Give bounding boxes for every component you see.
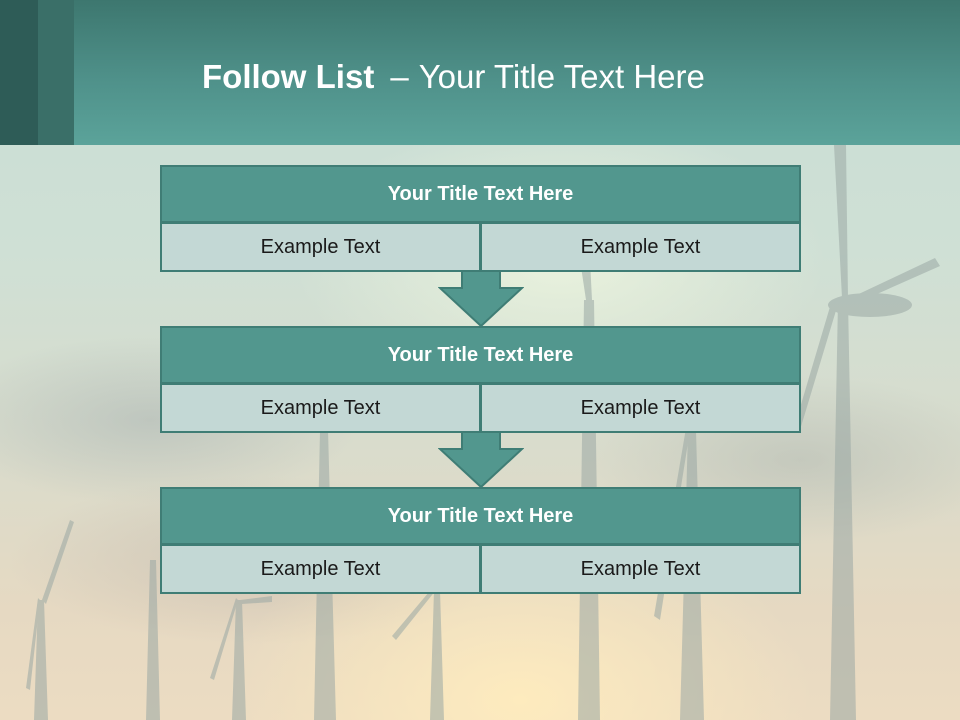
down-arrow-icon [438, 270, 524, 328]
header-accent-strip [0, 0, 38, 145]
list-block: Your Title Text Here Example Text Exampl… [160, 165, 801, 272]
block-cell-right: Example Text [480, 222, 801, 272]
slide-title: Follow List – Your Title Text Here [202, 55, 705, 99]
block-title: Your Title Text Here [160, 487, 801, 545]
block-title: Your Title Text Here [160, 326, 801, 384]
down-arrow-icon [438, 431, 524, 489]
block-cell-left: Example Text [160, 222, 481, 272]
list-block: Your Title Text Here Example Text Exampl… [160, 326, 801, 433]
list-block: Your Title Text Here Example Text Exampl… [160, 487, 801, 594]
title-bold: Follow List [202, 58, 375, 95]
block-cell-left: Example Text [160, 383, 481, 433]
title-rest: Your Title Text Here [418, 58, 705, 95]
header-accent-strip [38, 0, 74, 145]
block-title: Your Title Text Here [160, 165, 801, 223]
block-cell-right: Example Text [480, 383, 801, 433]
title-dash: – [390, 58, 409, 95]
block-cell-left: Example Text [160, 544, 481, 594]
header-bar [0, 0, 960, 145]
block-cell-right: Example Text [480, 544, 801, 594]
